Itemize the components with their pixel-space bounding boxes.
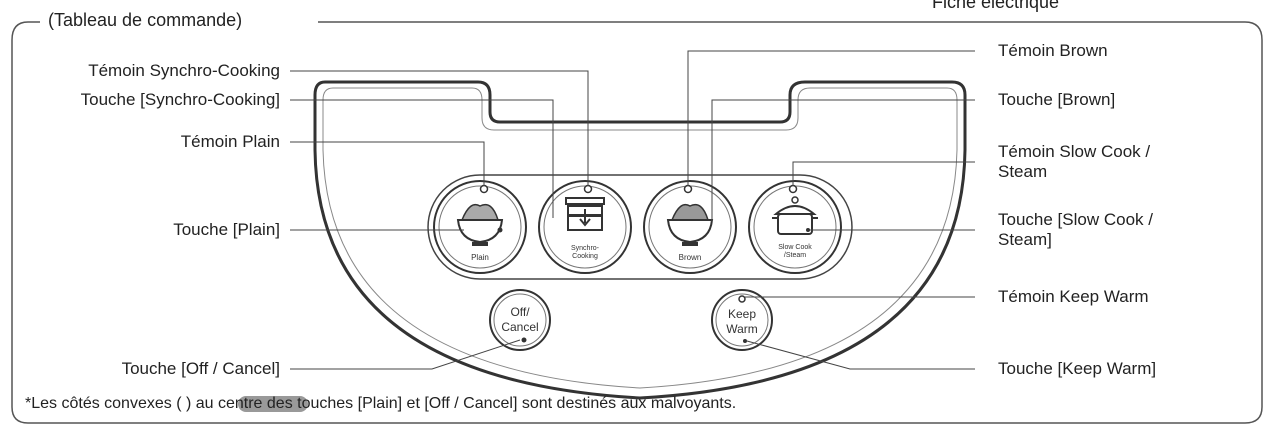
plain-button[interactable]: Plain: [433, 180, 527, 274]
synchro-indicator-led: [583, 184, 593, 194]
tactile-bump: [497, 227, 503, 233]
brown-button-label: Brown: [679, 253, 702, 262]
brown-indicator-led: [683, 184, 693, 194]
label-off-cancel-key: Touche [Off / Cancel]: [121, 359, 280, 378]
label-keepwarm-indicator: Témoin Keep Warm: [998, 287, 1149, 306]
plain-indicator-led: [479, 184, 489, 194]
panel-outline-outer: [313, 80, 967, 400]
off-cancel-button[interactable]: Off/ Cancel: [489, 289, 551, 351]
off-button-label-1: Off/: [510, 305, 530, 319]
label-slowcook-indicator: Témoin Slow Cook / Steam: [998, 142, 1151, 181]
label-brown-key: Touche [Brown]: [998, 90, 1116, 109]
keep-warm-button[interactable]: Keep Warm: [711, 289, 773, 351]
cooking-pot-icon: [772, 196, 818, 235]
keep-button-label-2: Warm: [726, 322, 758, 336]
label-brown-indicator: Témoin Brown: [998, 41, 1108, 60]
leader-lines: [290, 50, 975, 370]
slowcook-button-label-1: Slow Cook: [778, 244, 812, 251]
section-title: (Tableau de commande): [44, 10, 247, 30]
slowcook-indicator-led: [788, 184, 798, 194]
outer-frame: [11, 21, 1263, 424]
footnote: *Les côtés convexes ( ) au centre des to…: [25, 395, 737, 412]
label-synchro-key: Touche [Synchro-Cooking]: [80, 90, 280, 109]
keepwarm-indicator-led: [738, 295, 746, 303]
synchro-cooking-button[interactable]: Synchro- Cooking: [538, 180, 632, 274]
brown-button[interactable]: Brown: [643, 180, 737, 274]
plain-button-label: Plain: [471, 253, 489, 262]
stacked-pot-icon: [565, 197, 605, 231]
label-keepwarm-key: Touche [Keep Warm]: [998, 359, 1157, 378]
rice-bowl-icon: [666, 203, 714, 246]
slowcook-button-label-2: /Steam: [784, 252, 806, 259]
slow-cook-steam-button[interactable]: Slow Cook /Steam: [748, 180, 842, 274]
rice-bowl-icon: [456, 203, 504, 246]
top-right-label: Fiche électrique: [932, 0, 1060, 12]
synchro-button-label-1: Synchro-: [571, 245, 600, 252]
synchro-button-label-2: Cooking: [572, 253, 598, 260]
label-synchro-indicator: Témoin Synchro-Cooking: [88, 61, 280, 80]
keep-button-label-1: Keep: [728, 307, 756, 321]
button-group-outline: [427, 174, 853, 280]
button-center-dot: [743, 339, 747, 343]
footnote-bump-highlight: [238, 396, 308, 412]
label-plain-indicator: Témoin Plain: [180, 132, 280, 151]
leader-dot: [806, 228, 810, 232]
off-button-label-2: Cancel: [501, 320, 538, 334]
panel-outline-inner: [322, 87, 958, 389]
label-plain-key: Touche [Plain]: [173, 220, 280, 239]
label-slowcook-key: Touche [Slow Cook / Steam]: [998, 210, 1153, 249]
tactile-bump: [521, 337, 527, 343]
